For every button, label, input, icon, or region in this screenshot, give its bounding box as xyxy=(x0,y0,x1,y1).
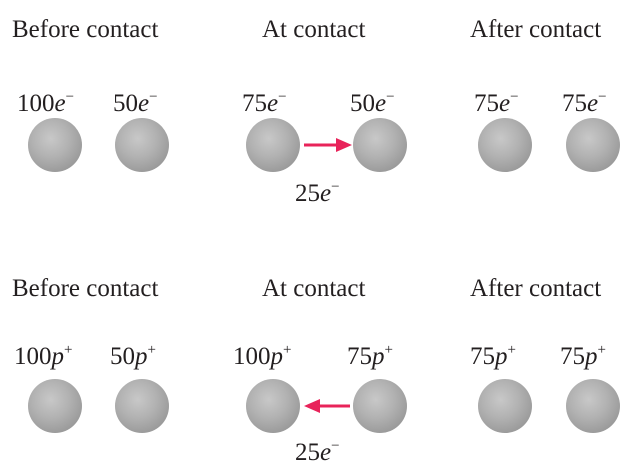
row1-after-right-sphere xyxy=(566,118,620,172)
row2-at-right-sphere xyxy=(353,379,407,433)
row1-transfer-label: 25e− xyxy=(295,181,340,206)
row2-header-before: Before contact xyxy=(12,276,158,301)
row2-header-after: After contact xyxy=(470,276,601,301)
row2-after-left-sphere xyxy=(478,379,532,433)
row2-after-left-charge: 75p+ xyxy=(470,344,516,369)
row1-at-left-charge: 75e− xyxy=(242,91,287,116)
row1-after-left-charge: 75e− xyxy=(474,91,519,116)
row1-before-right-sphere xyxy=(115,118,169,172)
row1-before-left-charge: 100e− xyxy=(17,91,74,116)
row1-header-at: At contact xyxy=(262,17,365,42)
row2-transfer-label: 25e− xyxy=(295,440,340,465)
row1-after-left-sphere xyxy=(478,118,532,172)
row2-header-at: At contact xyxy=(262,276,365,301)
row2-after-right-sphere xyxy=(566,379,620,433)
row1-before-right-charge: 50e− xyxy=(113,91,158,116)
row2-before-right-sphere xyxy=(115,379,169,433)
row2-before-left-charge: 100p+ xyxy=(14,344,72,369)
row1-before-left-sphere xyxy=(28,118,82,172)
row2-before-right-charge: 50p+ xyxy=(110,344,156,369)
row1-header-before: Before contact xyxy=(12,17,158,42)
row1-header-after: After contact xyxy=(470,17,601,42)
row2-transfer-arrow xyxy=(300,396,360,416)
row2-at-left-sphere xyxy=(246,379,300,433)
row1-at-right-sphere xyxy=(353,118,407,172)
row1-after-right-charge: 75e− xyxy=(562,91,607,116)
row2-at-left-charge: 100p+ xyxy=(233,344,291,369)
row1-at-right-charge: 50e− xyxy=(350,91,395,116)
row1-at-left-sphere xyxy=(246,118,300,172)
row2-after-right-charge: 75p+ xyxy=(560,344,606,369)
row2-before-left-sphere xyxy=(28,379,82,433)
row1-transfer-arrow xyxy=(300,135,360,155)
row2-at-right-charge: 75p+ xyxy=(347,344,393,369)
